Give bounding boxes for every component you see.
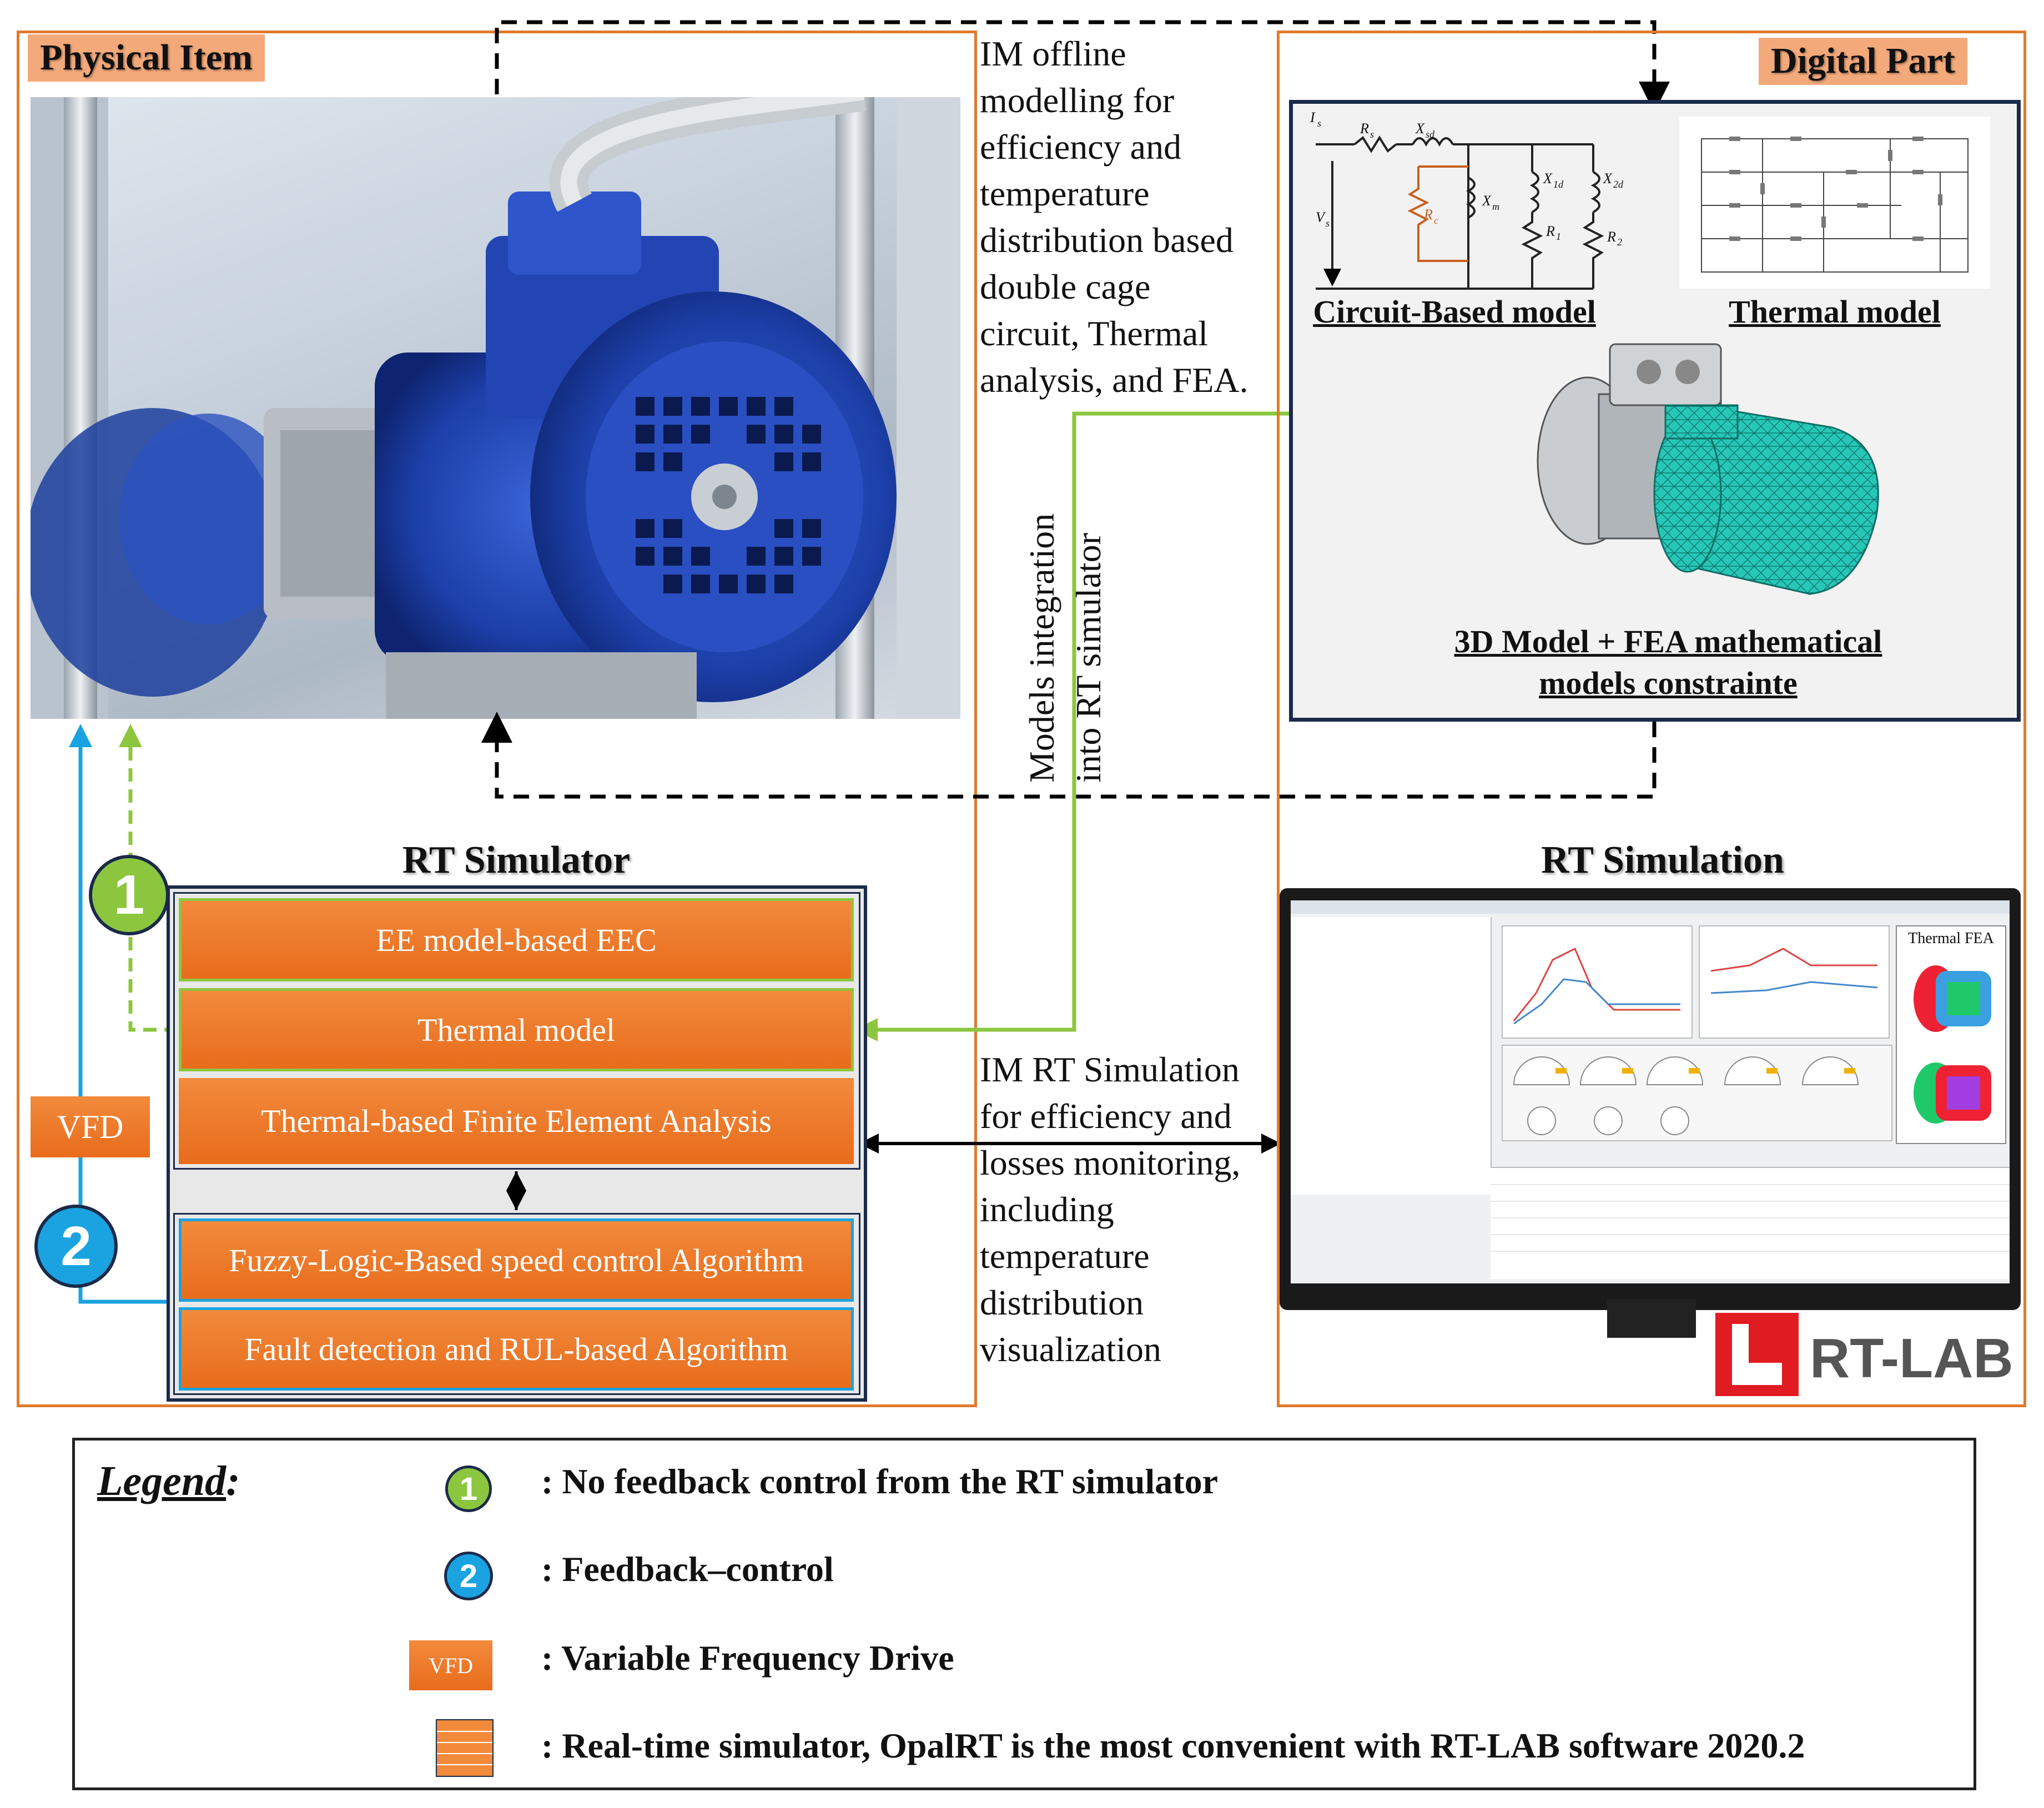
thermal-network [1679,117,1990,289]
fea-motor-model [1537,343,1879,595]
legend-title: Legend [97,1458,226,1504]
fea-label-line1: 3D Model + FEA mathematical [1454,623,1882,659]
svg-text:V: V [1316,209,1326,225]
thermal-fea-label: Thermal FEA [1908,930,1994,947]
svg-text:s: s [1317,118,1321,129]
badge-no-feedback: 1 [89,855,169,935]
legend-vfd-badge: VFD [409,1640,492,1690]
rt-simulation-text: IM RT Simulation for efficiency and loss… [980,1050,1241,1369]
simulator-link-diamond [506,1171,526,1210]
circuit-based-model-label: Circuit-Based model [1313,294,1596,330]
svg-text:s: s [1326,218,1330,229]
legend-text-4: : Real-time simulator, OpalRT is the mos… [541,1726,1805,1765]
legend-badge-1: 1 [445,1465,492,1512]
svg-text:s: s [1370,129,1374,140]
svg-text:2d: 2d [1613,179,1624,190]
svg-text:R: R [1360,120,1369,137]
legend-text-1: : No feedback control from the RT simula… [541,1462,1218,1501]
svg-text:c: c [1434,215,1438,226]
screen-plot-right [1699,925,1890,1039]
rt-simulator-top-group [173,892,860,1170]
vfd-box: VFD [31,1096,150,1157]
physical-item-tag: Physical Item [28,34,265,82]
legend-simulator-icon [436,1719,494,1777]
monitor: Thermal FEA [1280,888,2021,1338]
motor-photo [31,97,960,719]
rtlab-logo-text: RT-LAB [1810,1327,2013,1389]
offline-modelling-text: IM offline modelling for efficiency and … [980,34,1248,400]
svg-text:R: R [1545,223,1555,239]
fea-label-line2: models constrainte [1539,665,1798,701]
legend-box [72,1438,1976,1790]
badge-feedback: 2 [34,1205,118,1288]
rtlab-logo-mark [1715,1313,1799,1396]
screen-variable-table [1491,1167,2010,1279]
thermal-model-row: Thermal model [179,988,854,1071]
screen-project-panel [1291,917,1492,1195]
digital-part-frame [1277,31,2026,1407]
digital-part-tag: Digital Part [1759,38,1967,85]
ee-model-row: EE model-based EEC [179,898,854,981]
legend-colon: : [226,1458,240,1504]
fuzzy-control-row: Fuzzy-Logic-Based speed control Algorith… [179,1218,854,1302]
legend-text-3: : Variable Frequency Drive [541,1638,954,1678]
legend-badge-2: 2 [444,1552,493,1600]
monitor-screen: Thermal FEA [1291,900,2010,1283]
svg-text:1: 1 [1556,231,1561,242]
svg-text:X: X [1603,170,1613,187]
rt-simulator-bottom-group [173,1213,860,1395]
legend-title-row: Legend: [97,1457,240,1505]
thermal-model-label: Thermal model [1729,294,1941,330]
screen-gauges [1502,1045,1892,1141]
fault-detection-row: Fault detection and RUL-based Algorithm [179,1307,854,1391]
screen-plot-left [1502,925,1693,1039]
models-integration-text: Models integration into RT simulator [1022,513,1108,783]
svg-text:2: 2 [1617,236,1622,248]
svg-text:X: X [1415,120,1425,137]
svg-text:m: m [1492,201,1499,212]
rt-simulator-title: RT Simulator [402,839,631,882]
legend-text-2: : Feedback–control [541,1549,834,1589]
svg-text:X: X [1482,193,1492,209]
rt-simulation-title: RT Simulation [1541,839,1784,882]
svg-text:R: R [1423,207,1433,223]
svg-text:I: I [1310,111,1316,125]
svg-text:X: X [1543,170,1553,187]
screen-titlebar [1291,900,2010,914]
thermal-fea-row: Thermal-based Finite Element Analysis [179,1078,854,1164]
svg-text:sd: sd [1426,129,1435,140]
svg-text:R: R [1607,229,1616,245]
svg-text:1d: 1d [1553,179,1564,190]
monitor-stand [1607,1299,1696,1338]
screen-thermal-panel: Thermal FEA [1896,925,2006,1144]
